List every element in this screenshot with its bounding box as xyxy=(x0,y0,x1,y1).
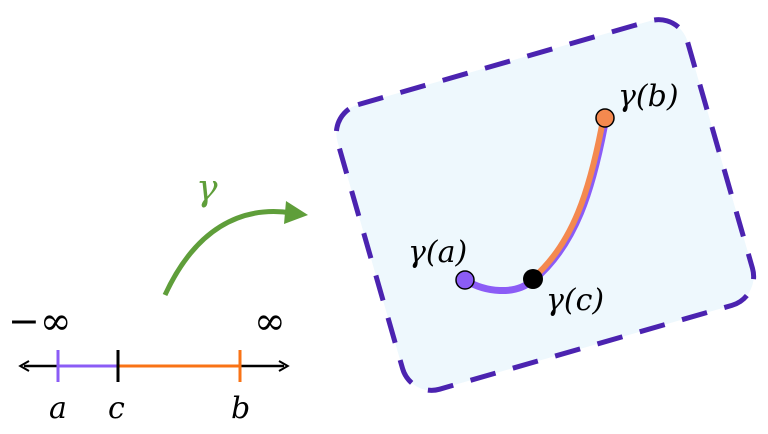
point-gamma-a xyxy=(455,270,475,290)
point-gamma-c xyxy=(523,269,543,289)
codomain-region xyxy=(333,17,757,393)
label-gamma-c: γ(c) xyxy=(546,283,604,318)
label-negative-infinity: −∞ xyxy=(8,299,72,343)
point-gamma-b xyxy=(595,108,615,128)
label-gamma-a: γ(a) xyxy=(408,235,467,270)
label-positive-infinity: ∞ xyxy=(254,299,286,343)
label-b: b xyxy=(231,391,250,426)
mapping-arrow-head xyxy=(284,201,308,224)
label-gamma-map: γ xyxy=(196,168,218,209)
label-gamma-b: γ(b) xyxy=(618,79,679,114)
label-c: c xyxy=(108,391,125,426)
label-a: a xyxy=(49,391,67,426)
mapping-arrow xyxy=(162,209,293,297)
curve-segment-c-to-b xyxy=(530,119,606,282)
